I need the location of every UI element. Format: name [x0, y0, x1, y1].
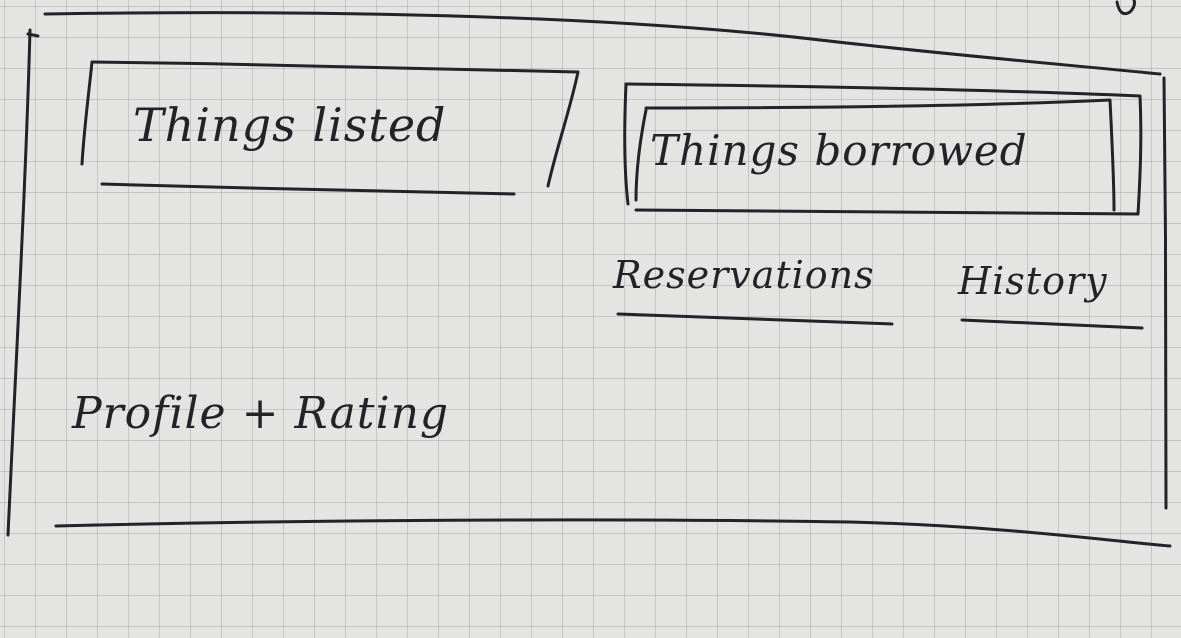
- tab-things-borrowed-inner-left: [634, 108, 648, 202]
- outer-frame-tick: [26, 32, 40, 38]
- subtab-reservations[interactable]: Reservations: [613, 253, 875, 297]
- profile-rating-link[interactable]: Profile + Rating: [72, 388, 450, 439]
- tab-things-listed-box: [90, 60, 580, 188]
- tab-things-listed-underline: [100, 182, 516, 196]
- outer-frame-top: [43, 11, 1162, 76]
- outer-frame-left: [6, 28, 32, 537]
- tab-things-listed-box-left: [80, 60, 94, 166]
- subtab-history[interactable]: History: [958, 259, 1108, 303]
- tab-things-borrowed-outer-left: [623, 82, 630, 206]
- outer-frame-right: [1162, 76, 1168, 510]
- tab-things-listed[interactable]: Things listed: [133, 98, 447, 152]
- outer-frame-bottom: [54, 518, 1172, 548]
- reservations-underline: [616, 312, 894, 326]
- tab-things-borrowed-inner: [644, 98, 1116, 212]
- tab-things-borrowed-outer: [624, 82, 1143, 216]
- history-underline: [960, 318, 1144, 330]
- tab-things-borrowed[interactable]: Things borrowed: [650, 126, 1028, 175]
- stray-mark: [1115, 0, 1136, 16]
